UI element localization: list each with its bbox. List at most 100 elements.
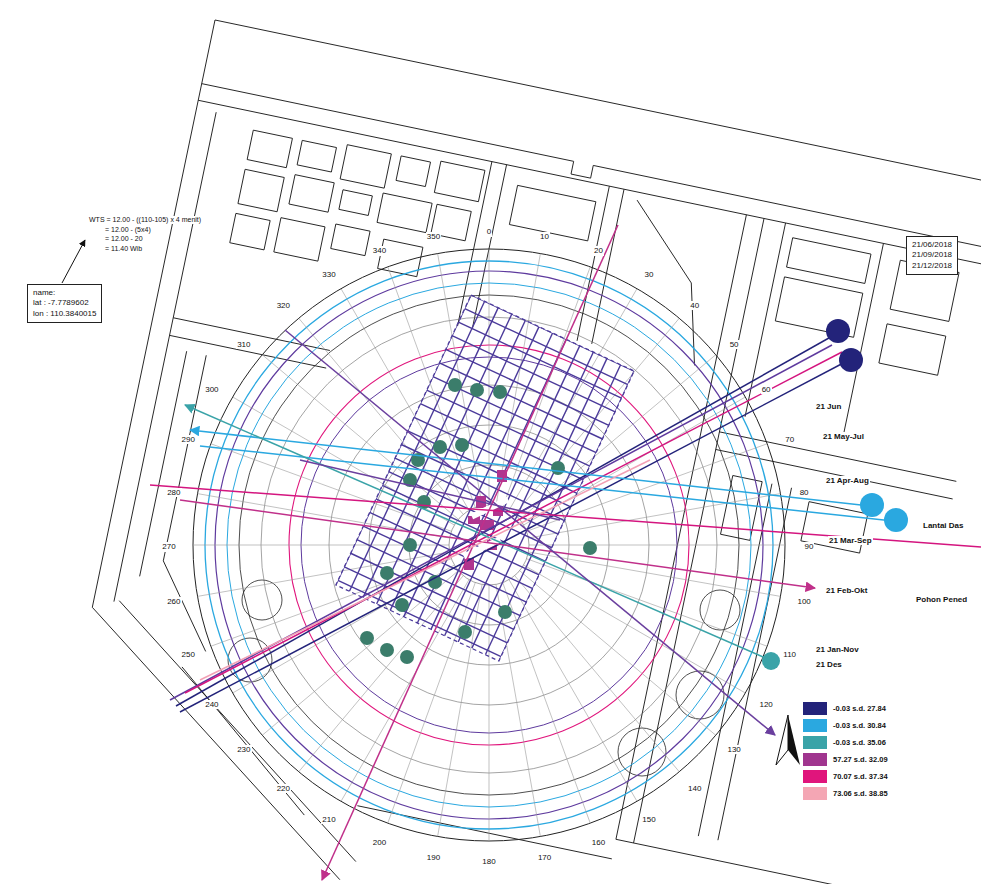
azimuth-number: 350 xyxy=(426,232,441,241)
date-label: 21 Apr-Aug xyxy=(825,476,870,485)
azimuth-number: 70 xyxy=(784,435,795,444)
plan-line xyxy=(716,449,953,498)
sun-dot xyxy=(762,652,780,670)
azimuth-number: 100 xyxy=(796,597,811,606)
grid-line xyxy=(465,309,628,385)
building-outline xyxy=(509,185,595,241)
location-box: name:lat : -7.7789602lon : 110.3840015 xyxy=(27,284,102,323)
tree-symbol xyxy=(493,385,507,399)
plan-line xyxy=(616,839,871,884)
tree-symbol xyxy=(498,605,512,619)
tree-symbol xyxy=(395,598,409,612)
azimuth-number: 260 xyxy=(166,597,181,606)
sun-dot xyxy=(884,508,908,532)
legend-row: 73.06 s.d. 38.85 xyxy=(803,785,888,802)
sun-ray xyxy=(180,360,849,712)
tree-symbol xyxy=(583,541,597,555)
plan-line xyxy=(157,667,328,815)
plan-line xyxy=(140,351,187,576)
date-label: 21 Jun xyxy=(815,402,842,411)
grid-line xyxy=(427,390,590,466)
azimuth-number: 170 xyxy=(537,853,552,862)
azimuth-number: 30 xyxy=(644,270,655,279)
azimuth-number: 300 xyxy=(204,385,219,394)
plan-line xyxy=(215,20,981,188)
legend-text: -0.03 s.d. 27.84 xyxy=(833,704,886,713)
building-outline xyxy=(297,140,336,172)
plan-line xyxy=(92,20,215,607)
azimuth-number: 120 xyxy=(758,700,773,709)
building-outline xyxy=(340,145,391,188)
plan-line xyxy=(616,215,746,840)
north-arrow xyxy=(776,715,788,765)
azimuth-line xyxy=(299,318,464,514)
tree-symbol xyxy=(403,538,417,552)
building-outline xyxy=(396,156,430,187)
tree-symbol xyxy=(455,438,469,452)
tree-symbol xyxy=(458,625,472,639)
legend: -0.03 s.d. 27.84 -0.03 s.d. 30.84 -0.03 s.… xyxy=(803,700,888,802)
legend-swatch xyxy=(803,736,827,749)
azimuth-number: 180 xyxy=(481,857,496,866)
grid-line xyxy=(363,526,526,602)
plan-line xyxy=(472,165,506,329)
legend-text: -0.03 s.d. 35.06 xyxy=(833,738,886,747)
azimuth-line xyxy=(503,583,591,824)
sun-dot xyxy=(839,348,863,372)
box-text: name: xyxy=(33,288,96,298)
azimuth-number: 60 xyxy=(761,385,772,394)
building-outline xyxy=(289,175,334,213)
sun-ray xyxy=(185,405,770,660)
azimuth-number: 240 xyxy=(204,700,219,709)
grid-line xyxy=(357,540,520,616)
building-outline xyxy=(274,218,325,261)
building-outline xyxy=(238,169,284,211)
legend-swatch xyxy=(803,702,827,715)
layer-note: Lantai Das xyxy=(922,521,964,530)
azimuth-number: 0 xyxy=(486,227,492,236)
azimuth-number: 210 xyxy=(321,815,336,824)
plan-line xyxy=(843,243,883,437)
building-outline xyxy=(890,260,959,321)
building-outline xyxy=(331,224,370,256)
sun-ray xyxy=(200,460,650,680)
building-outline xyxy=(339,190,372,216)
legend-text: -0.03 s.d. 30.84 xyxy=(833,721,886,730)
grid-line xyxy=(433,377,596,453)
building-outline xyxy=(247,130,292,168)
date-label: 21 Des xyxy=(815,660,843,669)
north-arrow xyxy=(788,715,800,765)
building-outline xyxy=(801,502,868,553)
tree-symbol xyxy=(360,631,374,645)
box-text: 21/12/2018 xyxy=(912,261,952,271)
legend-swatch xyxy=(803,787,827,800)
azimuth-number: 200 xyxy=(372,838,387,847)
legend-row: -0.03 s.d. 35.06 xyxy=(803,734,888,751)
formula-line: = 11.40 Wib xyxy=(104,245,143,253)
plan-line xyxy=(77,601,398,862)
azimuth-number: 280 xyxy=(166,488,181,497)
site-plan xyxy=(48,20,981,884)
azimuth-number: 330 xyxy=(321,270,336,279)
azimuth-number: 90 xyxy=(804,542,815,551)
legend-row: -0.03 s.d. 30.84 xyxy=(803,717,888,734)
azimuth-number: 80 xyxy=(799,488,810,497)
date-label: 21 Mar-Sep xyxy=(828,536,873,545)
legend-text: 57.27 s.d. 32.09 xyxy=(833,755,888,764)
sun-ray xyxy=(180,500,815,588)
azimuth-number: 20 xyxy=(593,246,604,255)
sun-ray xyxy=(285,330,775,735)
grid-line xyxy=(471,295,634,371)
azimuth-line xyxy=(211,444,452,532)
date-label: 21 Jan-Nov xyxy=(815,645,860,654)
tree-symbol xyxy=(400,650,414,664)
grid-line xyxy=(439,363,602,439)
azimuth-number: 10 xyxy=(539,232,550,241)
box-text: lat : -7.7789602 xyxy=(33,298,96,308)
grid-line xyxy=(363,308,498,598)
tree-symbol xyxy=(433,440,447,454)
azimuth-number: 140 xyxy=(687,784,702,793)
building-outline xyxy=(775,277,863,337)
